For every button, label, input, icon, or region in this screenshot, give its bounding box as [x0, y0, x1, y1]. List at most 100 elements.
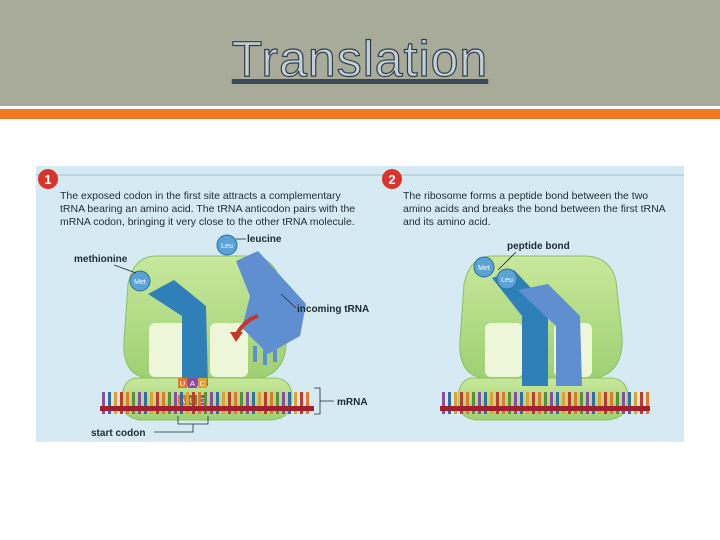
mrna-nucleotide — [622, 392, 625, 414]
mrna-nucleotide — [604, 392, 607, 414]
leu-badge — [216, 234, 238, 256]
mrna-nucleotide — [102, 392, 105, 414]
mrna-nucleotide — [198, 392, 201, 414]
mrna-nucleotide — [138, 392, 141, 414]
header-divider — [0, 106, 720, 109]
mrna-nucleotide — [126, 392, 129, 414]
panel-2-caption-line-2: amino acids and breaks the bond between … — [403, 203, 666, 215]
mrna-nucleotide — [258, 392, 261, 414]
accent-rule — [0, 109, 720, 119]
mrna-nucleotide — [156, 392, 159, 414]
mrna-nucleotide — [252, 392, 255, 414]
step-2-badge — [382, 169, 402, 189]
mrna-nucleotide — [240, 392, 243, 414]
mrna-nucleotide — [544, 392, 547, 414]
mrna-nucleotide — [526, 392, 529, 414]
mrna-nucleotide — [228, 392, 231, 414]
mrna-nucleotide — [550, 392, 553, 414]
trna-methionine — [148, 280, 208, 386]
mrna-nucleotide — [306, 392, 309, 414]
mrna-nucleotide — [132, 392, 135, 414]
mrna-nucleotide — [246, 392, 249, 414]
mrna-nucleotide — [264, 392, 267, 414]
mrna-nucleotide — [442, 392, 445, 414]
svg-text:Leu: Leu — [501, 277, 513, 284]
svg-text:Leu: Leu — [221, 243, 233, 250]
leucine-label: leucine — [247, 234, 282, 245]
mrna-nucleotide — [484, 392, 487, 414]
panel-2-caption-line-3: and its amino acid. — [403, 216, 491, 228]
mrna-nucleotide — [502, 392, 505, 414]
mrna-backbone-1 — [100, 406, 314, 411]
methionine-label: methionine — [74, 254, 128, 265]
panel-1-caption-line-3: mRNA codon, bringing it very close to th… — [60, 216, 355, 228]
mrna-nucleotide — [628, 392, 631, 414]
panel-1-caption-line-2: tRNA bearing an amino acid. The tRNA ant… — [60, 203, 355, 215]
mrna-nucleotide — [478, 392, 481, 414]
mrna-nucleotide — [514, 392, 517, 414]
mrna-nucleotide — [556, 392, 559, 414]
mrna-nucleotide — [144, 392, 147, 414]
panel-1: 1 The exposed codon in the first site at… — [38, 169, 369, 439]
mrna-nucleotide — [192, 392, 195, 414]
mrna-strand-1 — [102, 392, 309, 414]
mrna-nucleotide — [586, 392, 589, 414]
translation-diagram: 1 The exposed codon in the first site at… — [36, 166, 684, 442]
mrna-nucleotide — [538, 392, 541, 414]
anticodon: U A C — [178, 378, 207, 388]
mrna-nucleotide — [634, 392, 637, 414]
mrna-nucleotide — [210, 392, 213, 414]
mrna-nucleotide — [288, 392, 291, 414]
mrna-nucleotide — [598, 392, 601, 414]
mrna-nucleotide — [454, 392, 457, 414]
step-1-number: 1 — [44, 172, 51, 187]
mrna-nucleotide — [448, 392, 451, 414]
mrna-nucleotide — [234, 392, 237, 414]
mrna-nucleotide — [282, 392, 285, 414]
title-bar — [0, 0, 720, 106]
start-codon-label: start codon — [91, 428, 145, 439]
mrna-nucleotide — [300, 392, 303, 414]
mrna-nucleotide — [472, 392, 475, 414]
p-site — [149, 323, 187, 377]
mrna-nucleotide — [222, 392, 225, 414]
mrna-nucleotide — [490, 392, 493, 414]
mrna-nucleotide — [204, 392, 207, 414]
svg-text:U: U — [180, 379, 185, 388]
slide-title: Translation — [231, 30, 489, 87]
trna-a-site — [518, 284, 582, 386]
svg-text:A: A — [190, 379, 195, 388]
mrna-nucleotide — [520, 392, 523, 414]
mrna-nucleotide — [580, 392, 583, 414]
mrna-nucleotide — [574, 392, 577, 414]
mrna-strand-2 — [442, 392, 649, 414]
step-2-number: 2 — [388, 172, 395, 187]
incoming-trna — [236, 251, 306, 354]
mrna-nucleotide — [186, 392, 189, 414]
svg-text:C: C — [200, 379, 206, 388]
mrna-nucleotide — [270, 392, 273, 414]
p-site-2 — [485, 323, 523, 377]
mrna-nucleotide — [646, 392, 649, 414]
mrna-nucleotide — [114, 392, 117, 414]
mrna-nucleotide — [168, 392, 171, 414]
mrna-label: mRNA — [337, 397, 368, 408]
mrna-nucleotide — [108, 392, 111, 414]
mrna-nucleotide — [150, 392, 153, 414]
mrna-nucleotide — [276, 392, 279, 414]
panel-2-caption-line-1: The ribosome forms a peptide bond betwee… — [403, 190, 648, 202]
panel-1-caption-line-1: The exposed codon in the first site attr… — [60, 190, 341, 202]
met-badge — [129, 270, 151, 292]
mrna-nucleotide — [162, 392, 165, 414]
mrna-nucleotide — [508, 392, 511, 414]
mrna-nucleotide — [294, 392, 297, 414]
mrna-nucleotide — [532, 392, 535, 414]
a-site — [210, 323, 248, 377]
mrna-nucleotide — [496, 392, 499, 414]
svg-text:Met: Met — [478, 265, 490, 272]
mrna-nucleotide — [616, 392, 619, 414]
peptide-bond-label: peptide bond — [507, 241, 570, 252]
mrna-backbone-2 — [440, 406, 650, 411]
mrna-nucleotide — [640, 392, 643, 414]
panel-2: 2 The ribosome forms a peptide bond betw… — [382, 169, 666, 421]
